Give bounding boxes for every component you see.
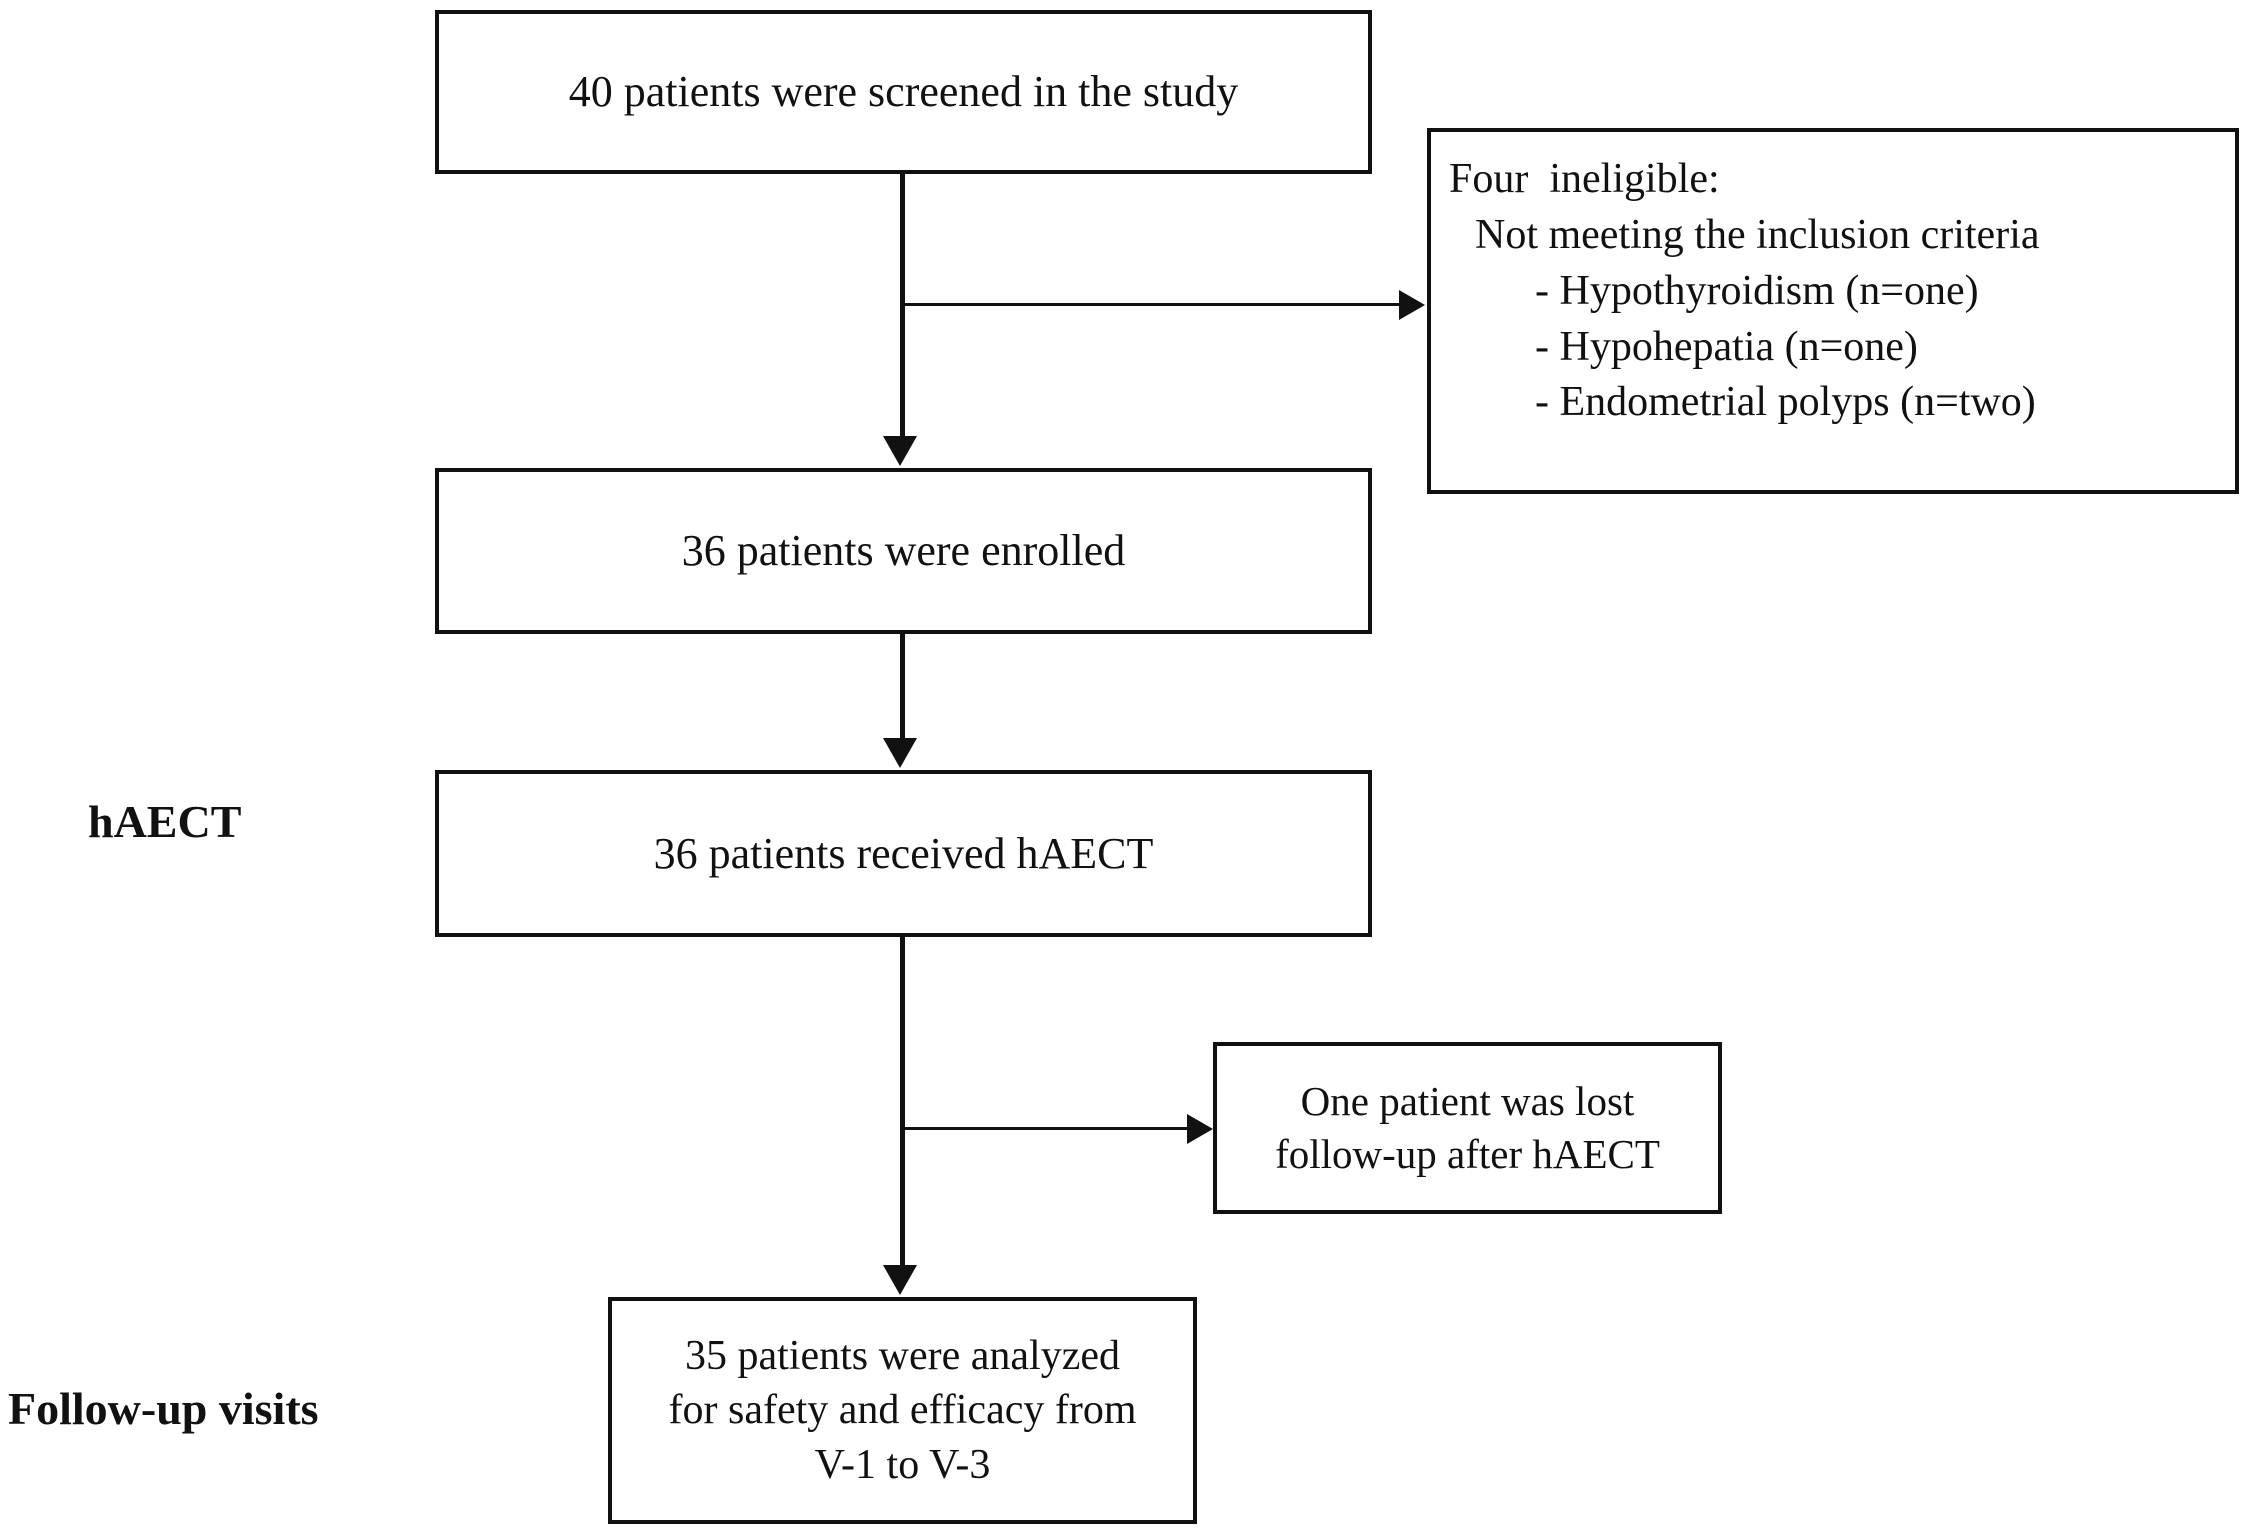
- ineligible-item-1: - Hypohepatia (n=one): [1535, 323, 1918, 370]
- arrowhead-enrolled: [883, 436, 917, 466]
- node-lost-followup-label: One patient was lost follow-up after hAEC…: [1217, 1075, 1718, 1182]
- stage-label-follow-up-visits: Follow-up visits: [8, 1383, 319, 1434]
- node-screened: 40 patients were screened in the study: [435, 10, 1372, 174]
- node-ineligible: Four ineligible: Not meeting the inclusi…: [1427, 128, 2239, 494]
- ineligible-item-0: - Hypothyroidism (n=one): [1535, 267, 1979, 314]
- stage-label-haect: hAECT: [88, 796, 242, 847]
- connector-to-ineligible: [902, 303, 1402, 306]
- node-analyzed-line1: 35 patients were analyzed: [685, 1332, 1120, 1379]
- arrowhead-received: [883, 738, 917, 768]
- ineligible-item-2: - Endometrial polyps (n=two): [1535, 379, 2036, 426]
- arrowhead-analyzed: [883, 1265, 917, 1295]
- arrowhead-lost-followup: [1187, 1114, 1213, 1144]
- node-analyzed-line3: V-1 to V-3: [814, 1441, 991, 1488]
- node-received-haect-label: 36 patients received hAECT: [653, 828, 1154, 878]
- node-received-haect: 36 patients received hAECT: [435, 770, 1372, 937]
- connector-enrolled-to-received: [900, 634, 905, 740]
- connector-received-to-analyzed: [900, 937, 905, 1267]
- node-enrolled-label: 36 patients were enrolled: [681, 526, 1126, 576]
- ineligible-subheading: Not meeting the inclusion criteria: [1475, 211, 2040, 258]
- node-analyzed-line2: for safety and efficacy from: [668, 1387, 1137, 1434]
- ineligible-list: Four ineligible: Not meeting the inclusi…: [1431, 146, 2235, 431]
- connector-screened-to-enrolled: [900, 174, 905, 438]
- node-lost-followup: One patient was lost follow-up after hAEC…: [1213, 1042, 1722, 1214]
- connector-to-lost-followup: [902, 1127, 1190, 1130]
- arrowhead-ineligible: [1399, 290, 1425, 320]
- ineligible-heading: Four ineligible:: [1449, 156, 1720, 202]
- node-lost-followup-line1: One patient was lost: [1300, 1077, 1635, 1124]
- node-analyzed: 35 patients were analyzed for safety and …: [608, 1297, 1197, 1524]
- node-lost-followup-line2: follow-up after hAECT: [1275, 1131, 1660, 1177]
- node-analyzed-label: 35 patients were analyzed for safety and …: [612, 1329, 1193, 1493]
- node-screened-label: 40 patients were screened in the study: [568, 67, 1239, 117]
- node-enrolled: 36 patients were enrolled: [435, 468, 1372, 634]
